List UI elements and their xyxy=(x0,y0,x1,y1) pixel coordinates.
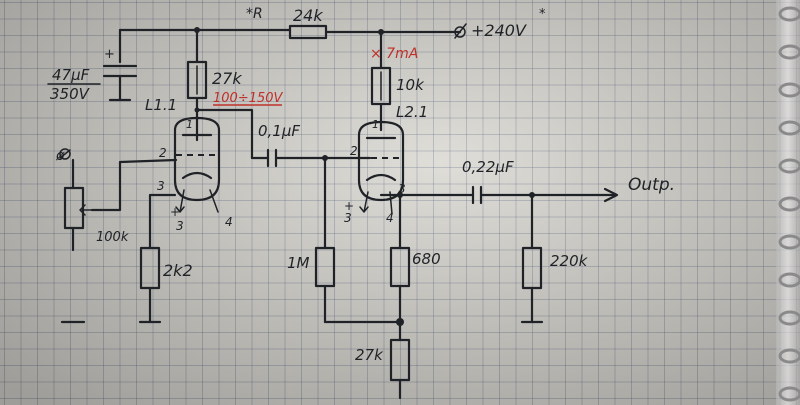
label-0-22uf: 0,22μF xyxy=(462,158,514,176)
grid-wire-t1 xyxy=(90,158,178,212)
pin-t2-heater-3: 3 xyxy=(344,211,352,225)
resistor-2k2 xyxy=(138,246,162,324)
label-output: Outp. xyxy=(628,175,675,195)
tube-l1-1 xyxy=(173,116,221,202)
label-350v: 350V xyxy=(50,85,91,103)
resistor-27k-bottom xyxy=(389,338,411,400)
label-1m: 1M xyxy=(287,254,310,272)
label-2k2: 2k2 xyxy=(163,261,193,280)
label-supply-mark: * xyxy=(539,7,546,22)
pin-t1-cathode: 3 xyxy=(157,179,165,193)
pin-t1-plate: 1 xyxy=(186,118,193,131)
cathode-wire-t2 xyxy=(379,192,475,250)
pin-t2-cathode: 3 xyxy=(398,182,406,196)
label-27k-plate: 27k xyxy=(212,69,242,88)
pin-t1-grid: 2 xyxy=(159,146,167,160)
label-pot-100k: 100k xyxy=(96,230,129,245)
resistor-220k xyxy=(520,193,544,324)
pin-t2-heater-4: 4 xyxy=(386,211,394,225)
pin-t1-heater-3: 3 xyxy=(176,219,184,233)
label-0-1uf: 0,1μF xyxy=(258,122,300,140)
label-cap-plus: + xyxy=(104,47,115,62)
label-t1-heater-plus: + xyxy=(170,205,180,219)
label-27k-bottom: 27k xyxy=(355,346,384,364)
label-47uf: 47μF xyxy=(52,66,90,84)
label-680: 680 xyxy=(412,250,441,268)
label-t2-heater-plus: + xyxy=(344,199,354,213)
label-7ma: × 7mA xyxy=(370,46,418,62)
label-10k: 10k xyxy=(396,76,425,94)
resistor-1m xyxy=(314,156,336,324)
potentiometer-100k xyxy=(59,148,93,252)
label-220k: 220k xyxy=(550,252,589,270)
plate-branch-t1 xyxy=(186,28,254,160)
plate-branch-t2 xyxy=(370,30,392,132)
label-24k: 24k xyxy=(293,6,323,25)
label-input-terminal: ø xyxy=(55,148,65,164)
capacitor-47uf xyxy=(102,64,138,102)
label-l2-1: L2.1 xyxy=(396,103,428,121)
top-rail-wire xyxy=(118,27,462,64)
capacitor-coupling xyxy=(250,148,372,168)
supply-terminal xyxy=(454,23,467,39)
resistor-680 xyxy=(323,246,411,342)
pin-t1-heater-4: 4 xyxy=(225,215,233,229)
resistor-24k xyxy=(288,24,328,40)
heater-t1 xyxy=(148,189,219,250)
label-r-mark: *R xyxy=(246,6,263,22)
label-supply-voltage: +240V xyxy=(471,21,527,40)
label-l1-1: L1.1 xyxy=(145,96,177,114)
label-plate-voltage: 100÷150V xyxy=(213,91,284,106)
pin-t2-plate: 1 xyxy=(372,118,379,131)
pin-t2-grid: 2 xyxy=(350,144,358,158)
